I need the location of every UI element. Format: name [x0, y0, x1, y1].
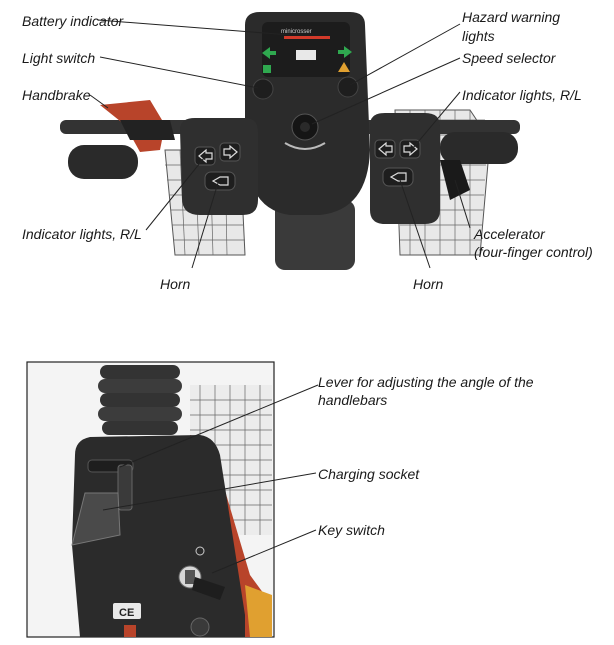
- display-panel: minicrosser: [262, 22, 352, 77]
- label-hazard-line2: lights: [462, 28, 495, 44]
- label-horn-right: Horn: [413, 276, 444, 292]
- ce-label: [113, 603, 141, 619]
- brand-text: minicrosser: [281, 29, 312, 35]
- light-switch-button[interactable]: [252, 78, 274, 100]
- right-horn-button[interactable]: [382, 167, 414, 187]
- left-horn-button[interactable]: [204, 171, 236, 191]
- right-control-pod: [370, 113, 440, 224]
- key-switch[interactable]: [178, 565, 225, 600]
- right-grip: [440, 132, 518, 164]
- key-symbol-icon: [195, 546, 205, 556]
- right-indicator-button-right[interactable]: [399, 139, 421, 159]
- label-speed-selector: Speed selector: [462, 50, 556, 66]
- label-key-switch: Key switch: [318, 522, 385, 538]
- label-charging-socket: Charging socket: [318, 466, 420, 482]
- top-leader-lines: [89, 19, 471, 269]
- label-lever-line2: handlebars: [318, 392, 388, 408]
- column-illustration: CE: [26, 361, 319, 638]
- bottom-leader-lines: [102, 384, 319, 574]
- hazard-triangle-icon: [338, 62, 350, 72]
- light-indicator-icon: [263, 65, 271, 73]
- label-hazard-line1: Hazard warning: [462, 9, 561, 25]
- right-indicator-arrow-icon-2: [403, 141, 418, 157]
- label-horn-left: Horn: [160, 276, 191, 292]
- right-indicator-arrow-icon: [223, 144, 238, 160]
- label-indicator-lights-right: Indicator lights, R/L: [462, 87, 582, 103]
- left-indicator-arrow-icon-2: [378, 141, 393, 157]
- handlebar-illustration: minicrosser: [60, 12, 520, 270]
- speed-selector-knob[interactable]: [284, 113, 326, 150]
- charging-socket-flap[interactable]: [71, 492, 121, 546]
- label-battery-indicator: Battery indicator: [22, 13, 124, 29]
- label-accelerator-line2: (four-finger control): [474, 244, 593, 260]
- left-indicator-button-left[interactable]: [194, 146, 216, 166]
- left-indicator-button-right[interactable]: [219, 142, 241, 162]
- right-arrow-green-icon: [338, 46, 352, 58]
- label-accelerator-line1: Accelerator: [474, 226, 545, 242]
- ce-mark: CE: [119, 607, 134, 619]
- label-light-switch: Light switch: [22, 50, 96, 66]
- left-control-pod: [180, 118, 258, 215]
- steering-column: [275, 200, 355, 270]
- column-bellows: [98, 365, 182, 435]
- right-indicator-button-left[interactable]: [374, 139, 396, 159]
- label-indicator-lights-left: Indicator lights, R/L: [22, 226, 142, 242]
- left-indicator-arrow-icon: [198, 148, 213, 164]
- left-grip: [68, 145, 138, 179]
- angle-adjust-lever[interactable]: [87, 459, 134, 511]
- label-lever-line1: Lever for adjusting the angle of the: [318, 374, 534, 390]
- horn-icon-2: [389, 172, 407, 182]
- hazard-button[interactable]: [337, 76, 359, 98]
- label-handbrake: Handbrake: [22, 87, 91, 103]
- horn-icon: [211, 176, 229, 186]
- battery-indicator-leds: [284, 36, 330, 39]
- left-arrow-green-icon: [262, 47, 276, 59]
- bottom-socket: [190, 617, 210, 637]
